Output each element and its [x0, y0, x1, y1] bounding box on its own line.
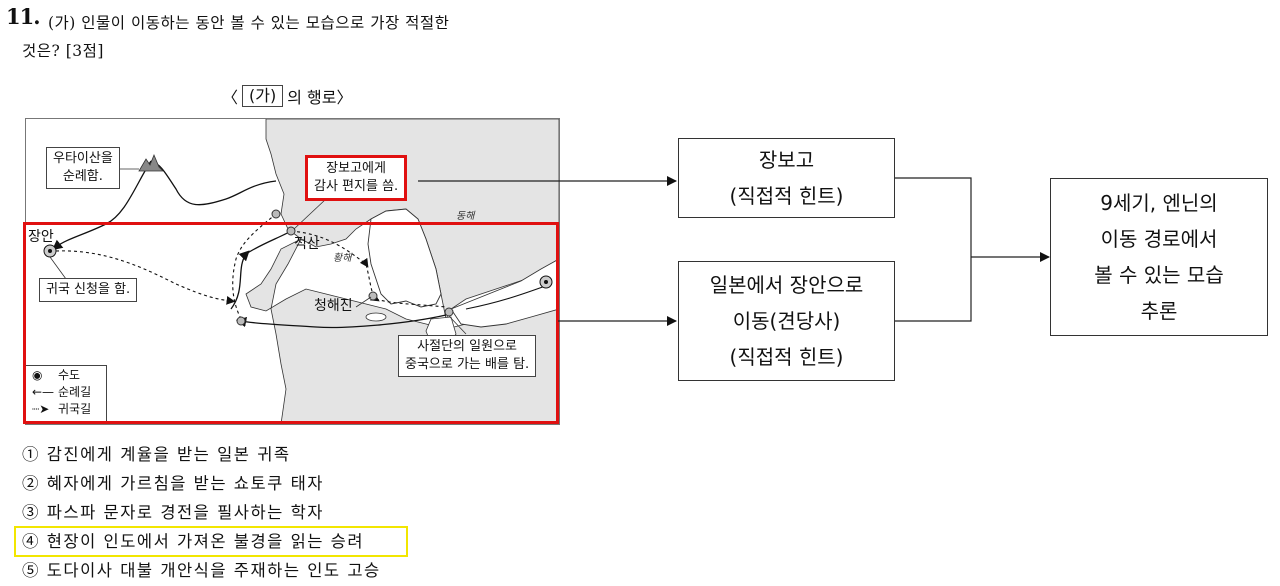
- map-title-suffix: 의 행로〉: [287, 88, 353, 107]
- option-1-number: ①: [22, 445, 40, 464]
- option-2[interactable]: ② 혜자에게 가르침을 받는 쇼토쿠 태자: [20, 469, 407, 498]
- map-title: 〈 (가) 의 행로〉: [222, 84, 352, 108]
- callout-wutai-line1: 우타이산을: [53, 151, 113, 166]
- flow-box2-line1: 일본에서 장안으로: [709, 273, 864, 297]
- option-2-number: ②: [22, 474, 40, 493]
- legend-return: ┈➤ 귀국길: [26, 400, 106, 417]
- callout-return-request: 귀국 신청을 함.: [39, 278, 138, 302]
- jeoksan-node: [286, 226, 296, 236]
- map-graphic: [43, 119, 559, 424]
- legend-capital-label: 수도: [58, 368, 81, 382]
- question-text-line1: (가) 인물이 이동하는 동안 볼 수 있는 모습으로 가장 적절한: [48, 14, 450, 32]
- legend-pilgrimage: ←— 순례길: [26, 383, 106, 400]
- sea-east: 동해: [456, 211, 475, 222]
- map-title-boxed-label: (가): [242, 85, 284, 107]
- callout-envoy-line2: 중국으로 가는 배를 탐.: [405, 357, 530, 372]
- flow-box-japan-to-changan: 일본에서 장안으로 이동(견당사) (직접적 힌트): [678, 261, 895, 381]
- solid-arrow-icon: ←—: [32, 384, 55, 399]
- question-text-line2: 것은? [3점]: [22, 42, 104, 60]
- capital-icon: ◉: [32, 367, 43, 382]
- option-4-text: 현장이 인도에서 가져온 불경을 읽는 승려: [46, 532, 365, 551]
- merge-bracket: [894, 177, 972, 322]
- route-map: 우타이산을 순례함. 장보고에게 감사 편지를 씀. 귀국 신청을 함. 사절단…: [25, 118, 560, 425]
- flow-box-conclusion: 9세기, 엔닌의 이동 경로에서 볼 수 있는 모습 추론: [1050, 178, 1268, 336]
- flow-box2-line2: 이동(견당사): [732, 309, 841, 333]
- place-jeoksan: 적산: [294, 236, 320, 252]
- option-3-text: 파스파 문자로 경전을 필사하는 학자: [46, 503, 324, 522]
- sea-yellow: 황해: [333, 253, 352, 264]
- option-1[interactable]: ① 감진에게 계율을 받는 일본 귀족: [20, 440, 407, 469]
- option-4-highlighted[interactable]: ④ 현장이 인도에서 가져온 불경을 읽는 승려: [14, 526, 408, 557]
- callout-jangbogo-line1: 장보고에게: [326, 161, 386, 176]
- flow-box-jangbogo: 장보고 (직접적 힌트): [678, 138, 895, 218]
- map-highlight-box: [23, 222, 559, 424]
- callout-wutai-line2: 순례함.: [62, 169, 103, 184]
- option-3-number: ③: [22, 503, 40, 522]
- legend-capital: ◉ 수도: [26, 366, 106, 383]
- flow-box3-line2: 이동 경로에서: [1100, 227, 1218, 251]
- flow-box1-line1: 장보고: [758, 148, 815, 172]
- japan-honshu: [450, 258, 559, 328]
- flow-box3-line1: 9세기, 엔닌의: [1100, 191, 1218, 215]
- node-south-china: [236, 316, 246, 326]
- flow-box3-line3: 볼 수 있는 모습: [1094, 263, 1224, 287]
- callout-jangbogo-line2: 감사 편지를 씀.: [314, 179, 399, 194]
- pilgrimage-route: [230, 230, 292, 310]
- option-2-text: 혜자에게 가르침을 받는 쇼토쿠 태자: [46, 474, 324, 493]
- callout-envoy-ship: 사절단의 일원으로 중국으로 가는 배를 탐.: [398, 335, 537, 377]
- option-5[interactable]: ⑤ 도다이사 대불 개안식을 주재하는 인도 고승: [20, 556, 407, 585]
- callout-wutai: 우타이산을 순례함.: [46, 147, 120, 189]
- flow-box1-line2: (직접적 힌트): [729, 184, 844, 208]
- answer-options: ① 감진에게 계율을 받는 일본 귀족 ② 혜자에게 가르침을 받는 쇼토쿠 태…: [14, 440, 408, 585]
- jeju-island: [365, 312, 387, 322]
- cheonghaejin-node: [368, 291, 378, 301]
- option-5-number: ⑤: [22, 561, 40, 580]
- map-title-prefix: 〈: [222, 88, 239, 107]
- legend-return-label: 귀국길: [58, 402, 92, 416]
- option-1-text: 감진에게 계율을 받는 일본 귀족: [46, 445, 291, 464]
- option-5-text: 도다이사 대불 개안식을 주재하는 인도 고승: [46, 561, 381, 580]
- mountain-icon: [138, 153, 164, 172]
- question-number: 11.: [6, 4, 41, 29]
- legend-pilgrimage-label: 순례길: [58, 385, 92, 399]
- place-changan: 장안: [28, 229, 54, 245]
- flow-box2-line3: (직접적 힌트): [729, 345, 844, 369]
- callout-envoy-line1: 사절단의 일원으로: [417, 339, 517, 354]
- flow-box3-line4: 추론: [1140, 299, 1178, 323]
- option-4-number: ④: [22, 532, 40, 551]
- node-north: [271, 209, 281, 219]
- map-legend: ◉ 수도 ←— 순례길 ┈➤ 귀국길: [26, 365, 107, 424]
- dashed-arrow-icon: ┈➤: [32, 401, 50, 416]
- callout-jangbogo-letter: 장보고에게 감사 편지를 씀.: [305, 155, 408, 201]
- option-3[interactable]: ③ 파스파 문자로 경전을 필사하는 학자: [20, 498, 407, 527]
- place-cheonghaejin: 청해진: [314, 298, 353, 314]
